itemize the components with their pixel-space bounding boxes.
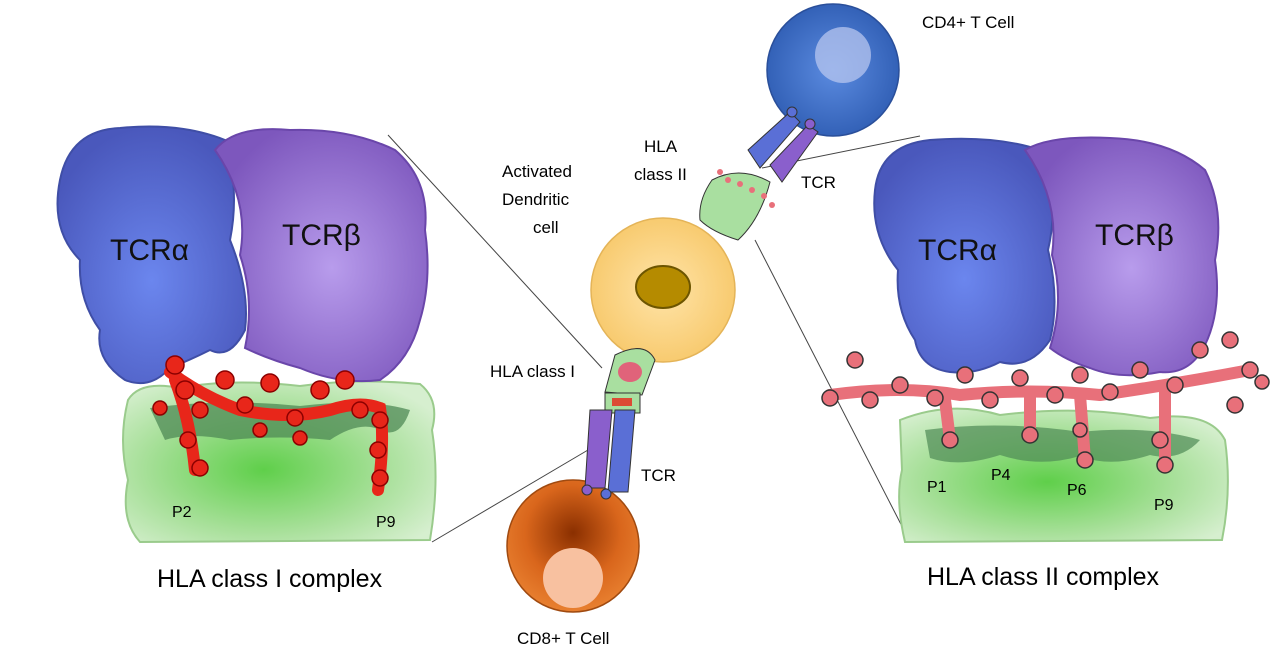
right-p6-label: P6 <box>1067 482 1087 499</box>
tcr-hla-class-i-synapse <box>581 348 656 500</box>
cd4-t-cell <box>766 3 900 137</box>
activated-label-line1: Activated <box>502 162 572 181</box>
right-tcr-beta-label: TCRβ <box>1095 219 1174 252</box>
right-tcr-alpha-label: TCRα <box>918 234 997 267</box>
left-mhc-molecule <box>122 380 437 544</box>
hla-class-i-label: HLA class I <box>490 362 575 381</box>
left-tcr-alpha-label: TCRα <box>110 234 189 267</box>
left-peptide-class-i <box>152 355 389 496</box>
right-tcr-alpha <box>873 137 1056 374</box>
right-mhc-molecule <box>898 407 1229 544</box>
hla-class-ii-complex-panel <box>821 136 1270 544</box>
cd8-t-cell <box>506 479 640 613</box>
activated-label-line2: Dendritic <box>502 190 570 209</box>
hla-class-ii-label-line2: class II <box>634 165 687 184</box>
tcr-top-label: TCR <box>801 173 836 192</box>
cd8-t-cell-label: CD8+ T Cell <box>517 629 609 648</box>
zoom-line-left-bottom <box>431 449 589 543</box>
left-panel-title: HLA class I complex <box>157 565 383 593</box>
right-p4-label: P4 <box>991 467 1011 484</box>
hla-class-i-complex-panel <box>56 125 437 544</box>
activated-label-line3: cell <box>533 218 559 237</box>
tcr-hla-class-ii-synapse <box>699 106 819 241</box>
right-p1-label: P1 <box>927 479 947 496</box>
right-panel-title: HLA class II complex <box>927 563 1160 591</box>
zoom-line-left-top <box>387 134 603 369</box>
left-tcr-alpha <box>56 125 247 384</box>
right-peptide-class-ii <box>821 331 1270 474</box>
left-p2-label: P2 <box>172 504 192 521</box>
activated-dendritic-cell <box>590 217 736 363</box>
left-p9-label: P9 <box>376 514 396 531</box>
right-p9-label: P9 <box>1154 497 1174 514</box>
right-tcr-beta <box>1023 136 1220 377</box>
left-tcr-beta <box>213 128 429 383</box>
cd4-t-cell-label: CD4+ T Cell <box>922 13 1014 32</box>
dendritic-nucleus <box>635 265 691 309</box>
left-tcr-beta-label: TCRβ <box>282 219 361 252</box>
tcr-bottom-label: TCR <box>641 466 676 485</box>
hla-class-ii-label-line1: HLA <box>644 137 678 156</box>
